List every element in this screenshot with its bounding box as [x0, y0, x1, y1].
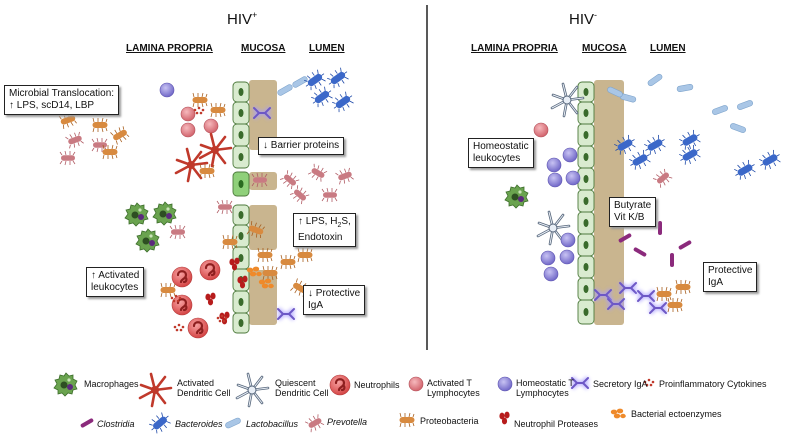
lps-line1: ↑ LPS, H2S, [298, 216, 351, 232]
legend-macrophages: Macrophages [84, 379, 139, 389]
legend-quiescent-dc-1: Quiescent [275, 378, 316, 388]
lps-line2: Endotoxin [298, 232, 343, 243]
left-mucosa [232, 80, 277, 334]
title-hiv-negative-text: HIV [569, 11, 595, 28]
left-col-mucosa: MUCOSA [241, 43, 286, 54]
butyrate-line1: Butyrate [614, 200, 652, 211]
homeostatic-box: Homeostatic leukocytes [468, 138, 534, 168]
legend-prevotella: Prevotella [327, 417, 368, 427]
legend-ectoenzymes: Bacterial ectoenzymes [631, 409, 722, 419]
left-col-lamina: LAMINA PROPRIA [126, 43, 213, 54]
homeostatic-line2: leukocytes [473, 153, 521, 164]
protective-iga-neg-box: ↓ Protective IgA [303, 285, 366, 315]
legend-neutrophil-proteases: Neutrophil Proteases [514, 419, 599, 429]
legend-proteobacteria: Proteobacteria [420, 416, 479, 426]
lps-prefix: ↑ LPS, H [298, 216, 338, 227]
butyrate-box: Butyrate Vit K/B [609, 197, 657, 227]
left-epithelium [232, 81, 250, 334]
protective-neg-line2: IgA [308, 300, 324, 311]
translocation-box: Microbial Translocation: ↑ LPS, scD14, L… [4, 85, 120, 115]
legend-activated-dc-2: Dendritic Cell [177, 388, 231, 398]
protective-pos-line2: IgA [708, 277, 724, 288]
right-col-mucosa: MUCOSA [582, 43, 627, 54]
left-col-lumen: LUMEN [309, 43, 345, 54]
legend-cytokines: Proinflammatory Cytokines [659, 379, 767, 389]
lps-suffix: S, [341, 216, 351, 227]
barrier-text: ↓ Barrier proteins [263, 140, 340, 151]
legend-homeostatic-t-2: Lymphocytes [516, 388, 569, 398]
legend-lactobacillus: Lactobacillus [246, 419, 299, 429]
protective-iga-pos-box: Protective IgA [703, 262, 758, 292]
homeostatic-line1: Homeostatic [473, 141, 529, 152]
activated-line1: ↑ Activated [91, 270, 140, 281]
right-col-lamina: LAMINA PROPRIA [471, 43, 558, 54]
legend-activated-t-2: Lymphocytes [427, 388, 480, 398]
lps-box: ↑ LPS, H2S, Endotoxin [293, 213, 356, 247]
protective-pos-line1: Protective [708, 265, 753, 276]
legend-homeostatic-t-1: Homeostatic T [516, 378, 574, 388]
activated-box: ↑ Activated leukocytes [86, 267, 145, 297]
right-col-lumen: LUMEN [650, 43, 686, 54]
activated-line2: leukocytes [91, 282, 139, 293]
barrier-box: ↓ Barrier proteins [258, 137, 345, 155]
legend-activated-t-1: Activated T [427, 378, 472, 388]
title-hiv-positive-text: HIV [227, 11, 253, 28]
translocation-line2: ↑ LPS, scD14, LBP [9, 100, 95, 111]
title-hiv-positive-sup: + [252, 10, 258, 20]
legend-secretory-iga: Secretory IgA [593, 379, 648, 389]
legend-neutrophils: Neutrophils [354, 380, 400, 390]
butyrate-line2: Vit K/B [614, 212, 645, 223]
lps-subscript: 2 [337, 222, 342, 229]
title-hiv-negative-sup: - [594, 10, 598, 20]
protective-neg-line1: ↓ Protective [308, 288, 361, 299]
translocation-line1: Microbial Translocation: [9, 88, 115, 99]
legend-activated-dc-1: Activated [177, 378, 215, 388]
legend-quiescent-dc-2: Dendritic Cell [275, 388, 329, 398]
title-hiv-positive: HIV+ [227, 10, 257, 28]
title-hiv-negative: HIV- [569, 10, 597, 28]
legend-bacteroides: Bacteroides [175, 419, 223, 429]
legend-clostridia: Clostridia [97, 419, 135, 429]
